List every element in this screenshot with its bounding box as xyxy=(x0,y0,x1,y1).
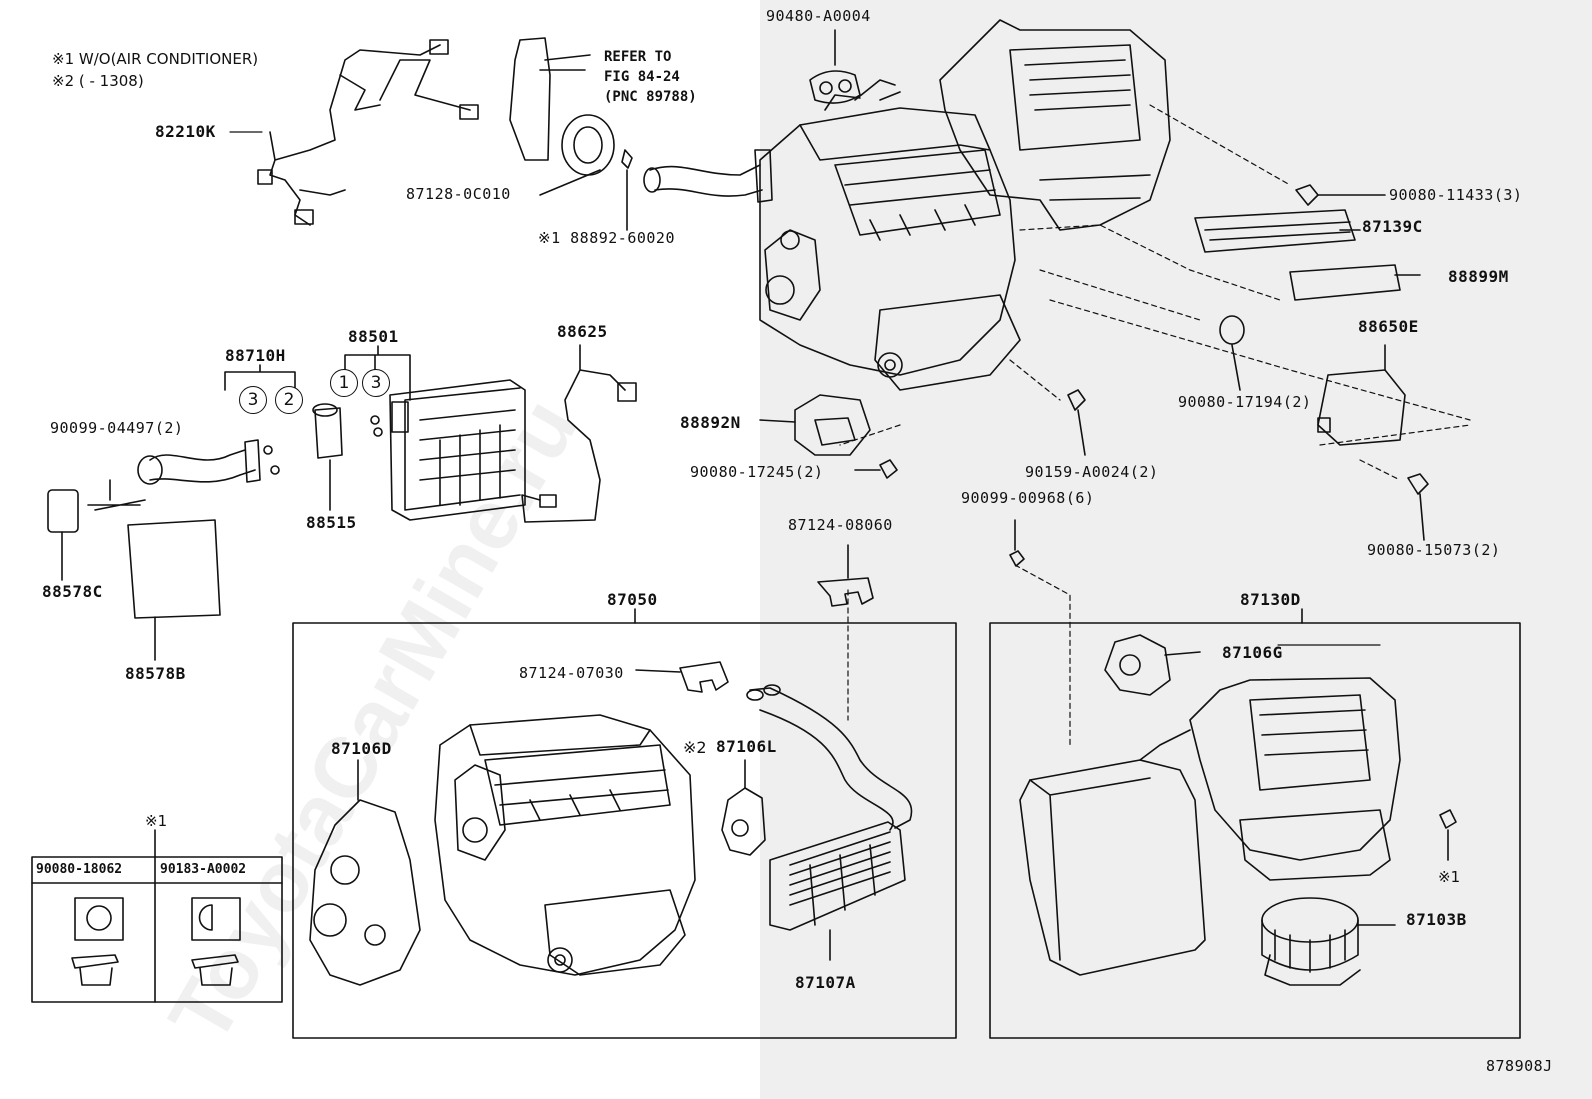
label-87124-07030: 87124-07030 xyxy=(519,664,624,682)
dashed-leaders xyxy=(839,104,1471,746)
table-col-1: 90080-18062 xyxy=(36,862,123,877)
label-87139C: 87139C xyxy=(1362,217,1423,236)
unit-87050 xyxy=(309,661,913,986)
label-87107A: 87107A xyxy=(795,973,856,992)
clip-table xyxy=(31,829,283,1003)
duct-grommet xyxy=(509,37,633,231)
label-87106G: 87106G xyxy=(1222,643,1283,662)
label-90080-17194: 90080-17194(2) xyxy=(1178,393,1312,411)
circle-3-a: 3 xyxy=(239,386,267,414)
circle-1: 1 xyxy=(330,369,358,397)
label-88899M: 88899M xyxy=(1448,267,1509,286)
label-88515: 88515 xyxy=(306,513,357,532)
label-88650E: 88650E xyxy=(1358,317,1419,336)
label-82210K: 82210K xyxy=(155,122,216,141)
leader-lines xyxy=(229,131,1381,646)
label-88710H: 88710H xyxy=(225,346,286,365)
circle-2: 2 xyxy=(275,386,303,414)
clip-87124-08060 xyxy=(817,544,874,607)
box-87130D xyxy=(989,622,1521,1039)
diagram-id: 878908J xyxy=(1486,1057,1553,1075)
evaporator-group xyxy=(47,344,637,661)
label-87130D: 87130D xyxy=(1240,590,1301,609)
seal-88892N xyxy=(759,394,898,479)
label-87128-0C010: 87128-0C010 xyxy=(406,185,511,203)
label-90159-A0024: 90159-A0024(2) xyxy=(1025,463,1159,481)
refer-line-1: REFER TO xyxy=(604,49,672,65)
label-87106D: 87106D xyxy=(331,739,392,758)
label-88501: 88501 xyxy=(348,327,399,346)
unit-87130D xyxy=(1019,634,1457,986)
refer-line-3: (PNC 89788) xyxy=(604,89,697,105)
marker-x2: ※2 xyxy=(683,738,707,757)
label-88892N: 88892N xyxy=(680,413,741,432)
table-col-2: 90183-A0002 xyxy=(160,862,247,877)
note-1: ※1 W/O(AIR CONDITIONER) xyxy=(52,50,259,68)
label-90080-17245: 90080-17245(2) xyxy=(690,463,824,481)
label-87106L: 87106L xyxy=(716,737,777,756)
label-88578B: 88578B xyxy=(125,664,186,683)
wire-harness-82210K xyxy=(257,39,479,226)
label-90099-00968: 90099-00968(6) xyxy=(961,489,1095,507)
seal-90480 xyxy=(809,29,861,104)
marker-x1-clip: ※1 xyxy=(1438,868,1461,886)
upper-hvac-assembly xyxy=(643,19,1171,391)
label-87124-08060: 87124-08060 xyxy=(788,516,893,534)
label-88892-60020: ※1 88892-60020 xyxy=(538,229,675,247)
note-2: ※2 ( - 1308) xyxy=(52,72,144,90)
label-90080-11433: 90080-11433(3) xyxy=(1389,186,1523,204)
label-90099-04497: 90099-04497(2) xyxy=(50,419,184,437)
label-90480-A0004: 90480-A0004 xyxy=(766,7,871,25)
marker-x1-table: ※1 xyxy=(145,812,168,830)
background-shade xyxy=(760,0,1592,1099)
label-90080-15073: 90080-15073(2) xyxy=(1367,541,1501,559)
refer-note: REFER TO FIG 84-24 (PNC 89788) xyxy=(604,47,697,107)
refer-line-2: FIG 84-24 xyxy=(604,69,680,85)
label-87050: 87050 xyxy=(607,590,658,609)
label-87103B: 87103B xyxy=(1406,910,1467,929)
label-88625: 88625 xyxy=(557,322,608,341)
circle-3-b: 3 xyxy=(362,369,390,397)
right-parts xyxy=(1009,184,1429,567)
box-87050 xyxy=(292,622,957,1039)
label-88578C: 88578C xyxy=(42,582,103,601)
